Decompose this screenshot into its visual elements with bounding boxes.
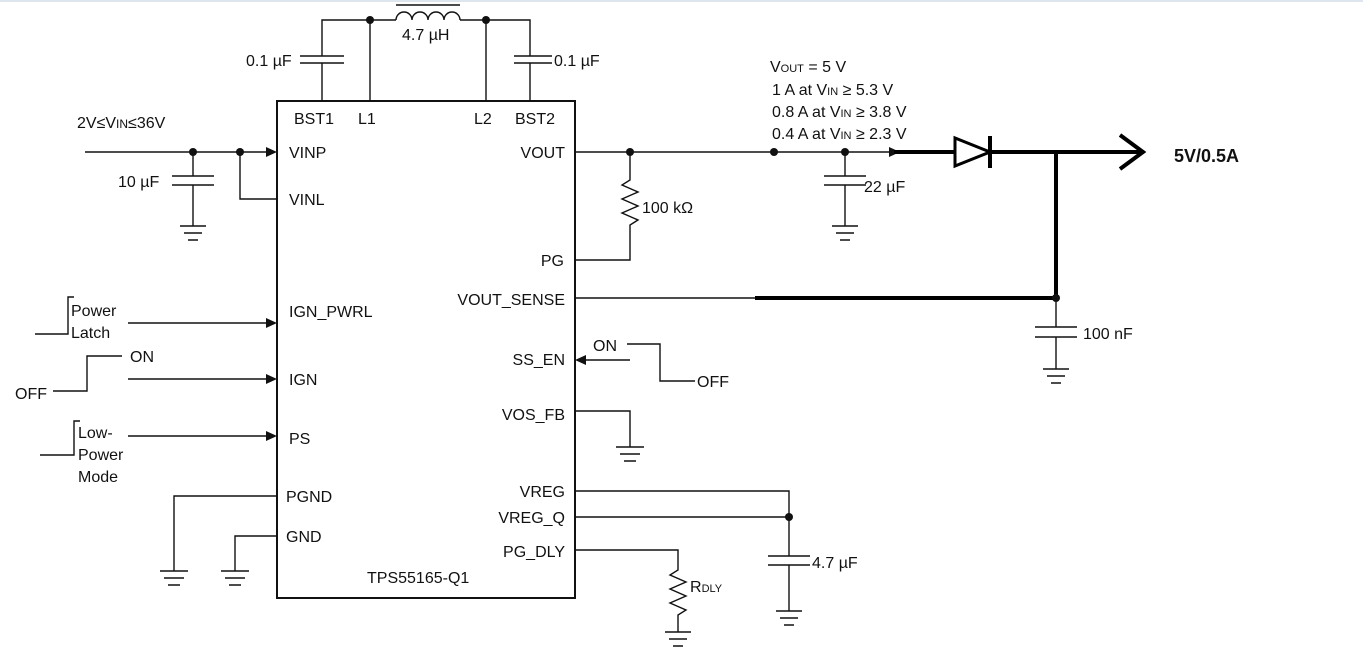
ign-on-label: ON xyxy=(130,349,154,366)
vout-spec-line2: 0.8 A at VIN ≥ 3.8 V xyxy=(772,104,907,121)
pin-l1-label: L1 xyxy=(358,111,376,128)
pin-vout-label: VOUT xyxy=(521,145,566,162)
ign-pwrl-arrow xyxy=(266,318,277,328)
pin-gnd-label: GND xyxy=(286,529,322,546)
ps-label-1: Low- xyxy=(78,425,113,442)
pin-ps-label: PS xyxy=(289,431,310,448)
pin-vos-fb-label: VOS_FB xyxy=(502,407,565,424)
pin-vout-sense-label: VOUT_SENSE xyxy=(457,292,565,309)
ps-label-2: Power xyxy=(78,447,124,464)
pin-vreg-q-label: VREG_Q xyxy=(498,510,565,527)
pg-pullup-resistor xyxy=(575,152,640,261)
pin-pg-label: PG xyxy=(541,253,564,270)
node-vout-sense xyxy=(770,148,778,156)
ign-signal xyxy=(53,355,122,392)
ps-label-3: Mode xyxy=(78,469,118,486)
output-capacitor xyxy=(824,152,866,241)
pgnd-ground xyxy=(160,495,277,586)
ss-on-label: ON xyxy=(593,338,617,355)
ss-off-label: OFF xyxy=(697,374,729,391)
inductor-value: 4.7 µH xyxy=(402,27,449,44)
bst1-cap-value: 0.1 µF xyxy=(246,53,292,70)
power-latch-label-2: Latch xyxy=(71,325,110,342)
inductor xyxy=(370,4,487,101)
ign-off-label: OFF xyxy=(15,386,47,403)
node-l1 xyxy=(366,16,374,24)
power-latch-label-1: Power xyxy=(71,303,117,320)
input-capacitor xyxy=(172,152,214,241)
sense-cap-value: 100 nF xyxy=(1083,326,1133,343)
gnd-ground xyxy=(221,535,277,586)
vos-fb-ground xyxy=(575,410,644,462)
output-cap-value: 22 µF xyxy=(864,179,905,196)
pin-ss-en-label: SS_EN xyxy=(513,352,565,369)
input-range-label: 2V≤VIN≤36V xyxy=(77,115,166,132)
pin-vinp-label: VINP xyxy=(289,145,326,162)
vinl-wire xyxy=(239,152,277,200)
pin-bst2-label: BST2 xyxy=(515,111,555,128)
pin-l2-label: L2 xyxy=(474,111,492,128)
vreg-cap-value: 4.7 µF xyxy=(812,555,858,572)
power-latch-signal xyxy=(35,296,74,335)
ign-arrow xyxy=(266,374,277,384)
pg-dly-resistor-label: RDLY xyxy=(690,579,723,596)
bst2-cap-value: 0.1 µF xyxy=(554,53,600,70)
pin-pg-dly-label: PG_DLY xyxy=(503,544,565,561)
output-diode xyxy=(894,135,1140,169)
vout-sense-bold-wire xyxy=(755,152,1058,300)
ps-signal xyxy=(40,420,80,456)
bst1-capacitor xyxy=(300,19,371,101)
ps-arrow xyxy=(266,431,277,441)
vinp-arrow xyxy=(266,147,277,157)
pin-ign-pwrl-label: IGN_PWRL xyxy=(289,304,373,321)
pg-dly-resistor xyxy=(575,549,691,647)
sense-capacitor xyxy=(1035,298,1077,384)
ss-en-signal xyxy=(627,343,695,382)
output-rating-label: 5V/0.5A xyxy=(1174,146,1239,166)
ss-en-arrow xyxy=(575,355,586,365)
window-top-border xyxy=(0,0,1363,2)
pin-bst1-label: BST1 xyxy=(294,111,334,128)
vreg-wire xyxy=(575,490,790,517)
pin-ign-label: IGN xyxy=(289,372,317,389)
ic-part-number: TPS55165-Q1 xyxy=(367,570,469,587)
pin-vreg-label: VREG xyxy=(520,484,565,501)
output-arrow-bold xyxy=(1118,133,1147,171)
vout-spec-line3: 0.4 A at VIN ≥ 2.3 V xyxy=(772,126,907,143)
ic-body xyxy=(276,100,576,599)
vout-spec-line0: VOUT = 5 V xyxy=(770,59,846,76)
input-cap-value: 10 µF xyxy=(118,174,159,191)
pin-vinl-label: VINL xyxy=(289,192,325,209)
pg-resistor-value: 100 kΩ xyxy=(642,200,693,217)
vreg-capacitor xyxy=(768,517,810,626)
pin-pgnd-label: PGND xyxy=(286,489,332,506)
bst2-capacitor xyxy=(486,19,552,101)
vout-spec-line1: 1 A at VIN ≥ 5.3 V xyxy=(772,82,894,99)
